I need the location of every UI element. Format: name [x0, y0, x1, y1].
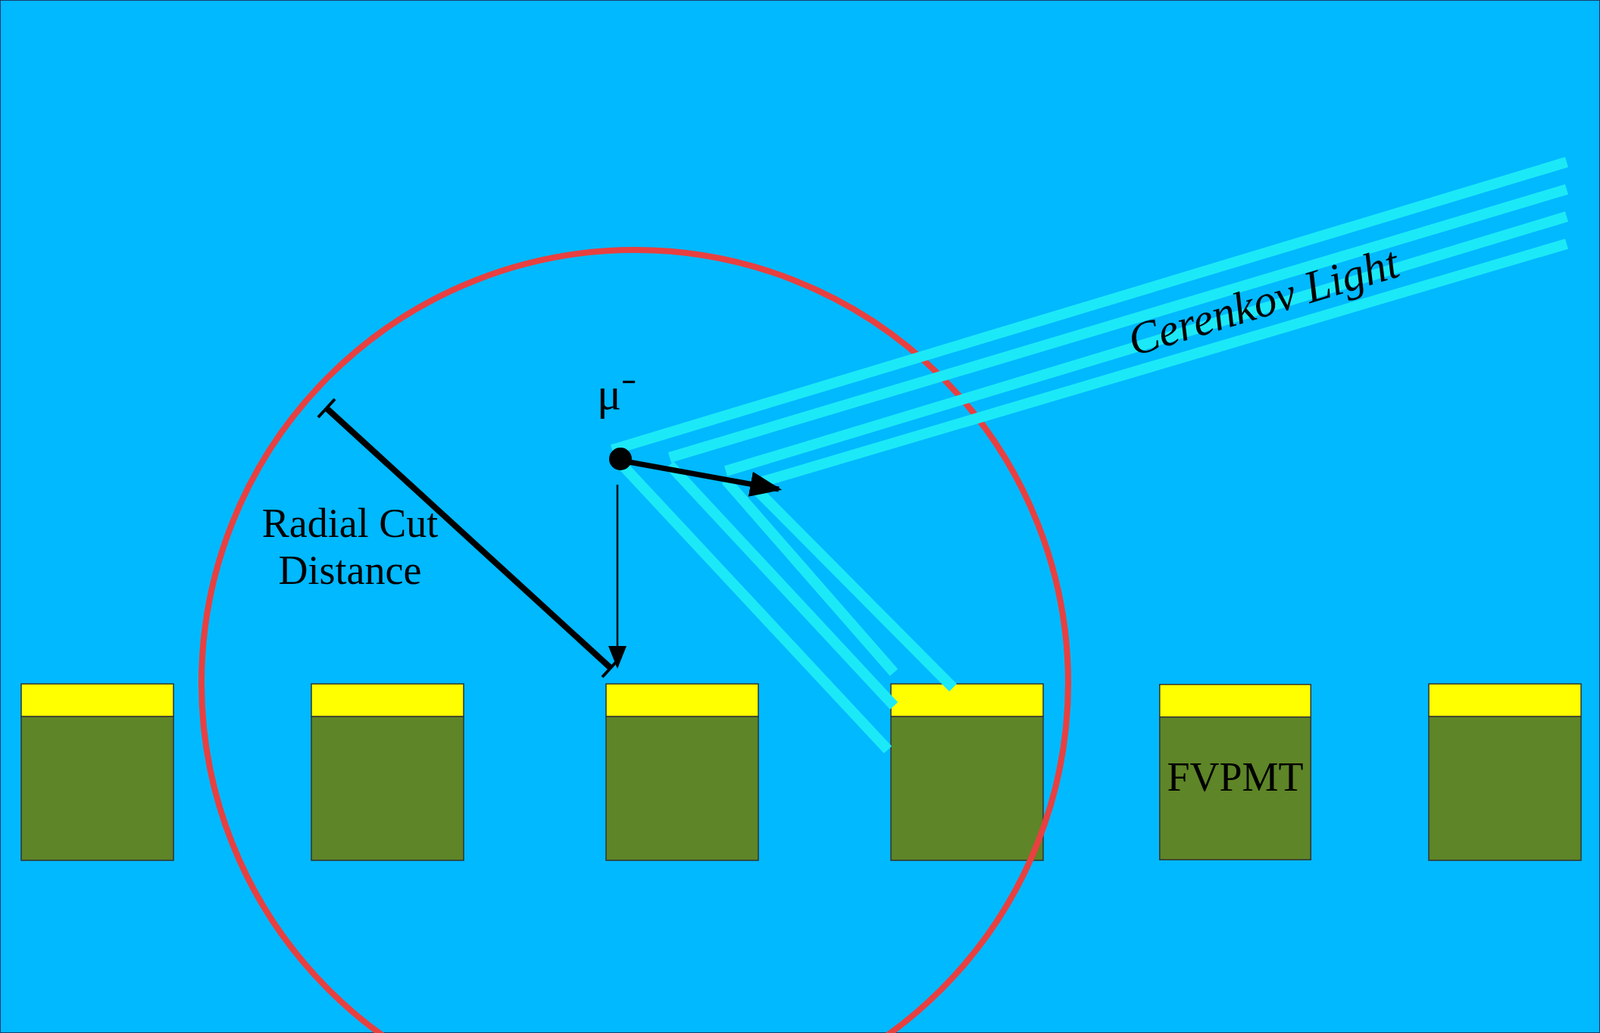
pmt-body	[1159, 716, 1312, 860]
pmt	[1428, 684, 1582, 861]
pmt	[890, 684, 1044, 861]
pmt-label: FVPMT	[1166, 753, 1304, 801]
muon-dot	[609, 447, 632, 471]
pmt-box: FVPMT	[1159, 684, 1312, 861]
muon-direction-arrow	[628, 462, 779, 490]
pmt-window	[1159, 684, 1312, 718]
pmt	[21, 684, 174, 861]
dimension-label: Radial Cut Distance	[225, 500, 475, 594]
radial-cut-circle	[201, 250, 1069, 1033]
particle-label: μ⁻	[596, 368, 637, 421]
distance-arrow	[616, 484, 619, 667]
cerenkov-light-rays	[612, 162, 1567, 750]
pmt	[606, 684, 759, 861]
pmt-row	[21, 684, 1582, 861]
pmt	[311, 684, 464, 861]
